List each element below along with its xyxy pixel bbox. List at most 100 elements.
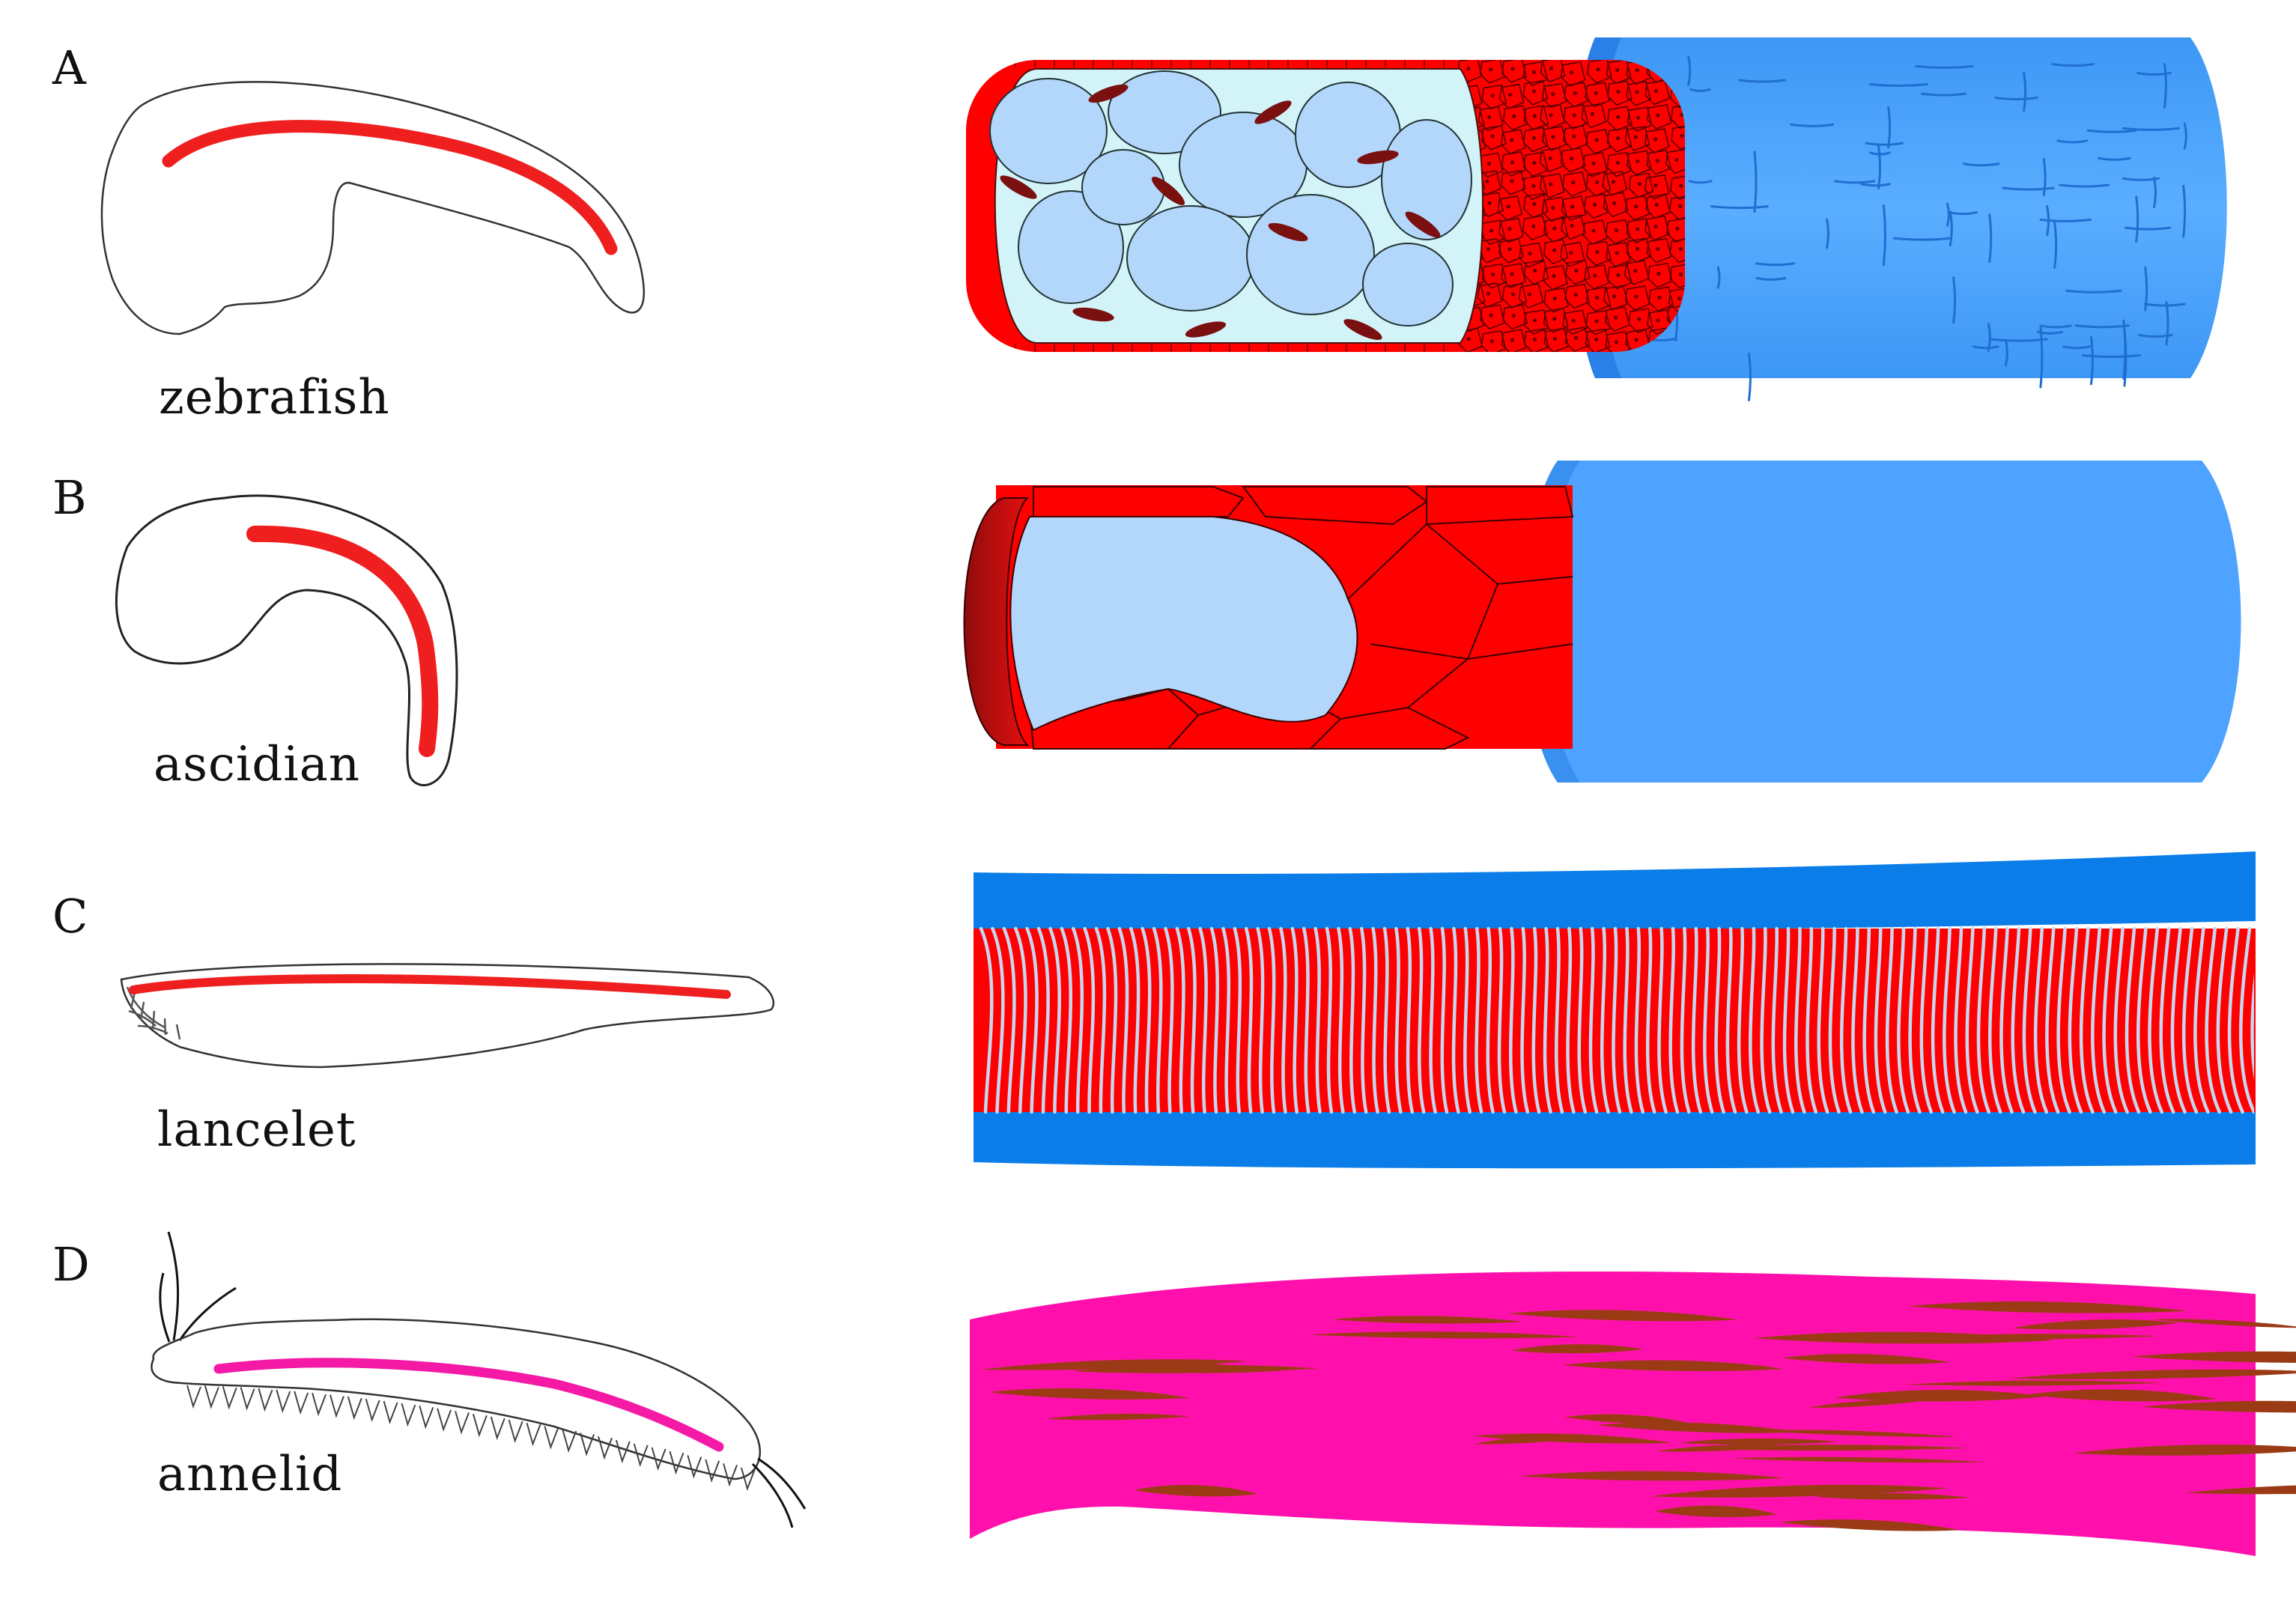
sheath-cell-nucleus: [1531, 70, 1536, 74]
sheath-cell: [1501, 151, 1527, 177]
sheath-cell-nucleus: [1656, 272, 1661, 276]
sheath-cell: [1645, 193, 1671, 219]
sheath-cell: [1477, 106, 1504, 132]
annelid-muscle-strand: [213, 1358, 724, 1452]
sheath-cell-nucleus: [1653, 88, 1658, 94]
parapodium: [544, 1426, 559, 1450]
vacuole: [1081, 149, 1165, 225]
sheath-cell: [1607, 80, 1633, 106]
lamella: [1175, 926, 1185, 1114]
sheath-cell-nucleus: [1551, 205, 1555, 210]
sheath-cell-nucleus: [1656, 318, 1660, 323]
lamella: [2227, 926, 2244, 1114]
sheath-cell-nucleus: [1569, 157, 1574, 161]
sheath-cell-nucleus: [1570, 223, 1574, 228]
sheath-cell: [1560, 147, 1586, 173]
lamella: [1094, 926, 1107, 1114]
ascidian-cell-border: [1407, 576, 1573, 708]
sheath-cell: [1479, 60, 1505, 84]
lamella: [1013, 926, 1027, 1114]
sheath-cell: [1497, 195, 1523, 221]
sheath-cell-nucleus: [1633, 204, 1639, 209]
lamella: [1509, 926, 1518, 1114]
sheath-cell: [1481, 263, 1507, 289]
sheath-cell: [1626, 81, 1651, 106]
sheath-cell-nucleus: [1549, 182, 1553, 186]
lamella: [1002, 926, 1016, 1114]
vacuole: [1126, 205, 1255, 312]
sheath-fiber-mark: [2138, 333, 2173, 338]
sheath-cell-nucleus: [1571, 180, 1576, 185]
zebrafish-sheath-fibers: [1646, 55, 2187, 402]
ascidian-cell-border: [1308, 706, 1470, 750]
muscle-fiber: [1650, 1484, 1949, 1498]
sheath-cell-nucleus: [1612, 294, 1617, 299]
sheath-cell: [1584, 264, 1609, 290]
lancelet-sheath-bottom: [974, 1105, 2256, 1169]
lamella: [1623, 926, 1633, 1114]
sheath-fiber-mark: [2144, 266, 2148, 312]
sheath-fiber-mark: [1994, 97, 2038, 101]
sheath-fiber-mark: [2182, 184, 2187, 238]
sheath-cell-nucleus: [1489, 67, 1493, 72]
sheath-cell-nucleus: [1531, 224, 1536, 228]
annelid-parapodia: [186, 1385, 756, 1492]
sheath-cell: [1605, 219, 1631, 245]
annelid-muscle-fibers: [980, 1301, 2296, 1531]
sheath-cell-nucleus: [1531, 89, 1537, 94]
sheath-fiber-mark: [2089, 335, 2094, 386]
zebrafish-notochord: [162, 120, 618, 255]
sheath-fiber-mark: [1869, 82, 1929, 87]
sheath-cell: [1626, 237, 1652, 264]
sheath-cell-nucleus: [1594, 138, 1599, 142]
sheath-cell-nucleus: [1510, 138, 1514, 142]
lamella: [1451, 926, 1460, 1114]
vacuole: [1362, 243, 1454, 326]
lamella: [2136, 926, 2152, 1114]
annelid-muscle-bundle: [970, 1272, 2296, 1556]
sheath-cell: [1644, 174, 1670, 200]
sheath-cell: [1582, 219, 1608, 245]
parapodium: [633, 1443, 649, 1468]
lamella: [1302, 926, 1311, 1114]
lamella: [1645, 926, 1656, 1114]
sheath-fiber-mark: [1716, 266, 1721, 289]
sheath-cell-nucleus: [1675, 226, 1680, 231]
sheath-cell: [1543, 264, 1568, 291]
lamella: [2068, 926, 2083, 1114]
sheath-cell: [1665, 148, 1685, 174]
organism-label-zebrafish: zebrafish: [159, 370, 390, 425]
sheath-cell-nucleus: [1532, 318, 1537, 323]
parapodium: [383, 1400, 398, 1425]
sheath-fiber-mark: [2053, 222, 2058, 270]
sheath-cell-nucleus: [1531, 183, 1536, 188]
sheath-cell: [1585, 171, 1612, 197]
sheath-cell: [1523, 309, 1549, 335]
lamella: [979, 926, 994, 1114]
ascidian-notochord-cylinder: [963, 461, 2241, 783]
sheath-cell-nucleus: [1657, 295, 1662, 300]
sheath-cell: [1501, 329, 1527, 352]
lamella: [1209, 926, 1219, 1114]
sheath-fiber-mark: [2039, 324, 2072, 329]
parapodium: [419, 1406, 434, 1430]
sheath-cell: [1624, 285, 1650, 312]
organism-label-lancelet: lancelet: [157, 1102, 356, 1158]
vacuole: [1246, 194, 1375, 315]
lamella: [1048, 926, 1061, 1114]
sheath-cell-nucleus: [1549, 112, 1553, 118]
lamella: [2205, 926, 2222, 1114]
sheath-fiber-mark: [2125, 226, 2172, 231]
muscle-fiber: [2141, 1400, 2296, 1413]
sheath-cell-nucleus: [1533, 268, 1537, 273]
sheath-cell: [1605, 331, 1631, 352]
sheath-cell: [1582, 151, 1608, 177]
sheath-cell-nucleus: [1551, 135, 1555, 139]
sheath-cell-nucleus: [1637, 181, 1642, 186]
lamella: [1071, 926, 1084, 1114]
lamella: [1267, 926, 1276, 1114]
sheath-cell: [1624, 260, 1650, 285]
sheath-cell-nucleus: [1633, 269, 1638, 273]
sheath-cell: [1668, 195, 1685, 221]
lamella: [1129, 926, 1141, 1114]
